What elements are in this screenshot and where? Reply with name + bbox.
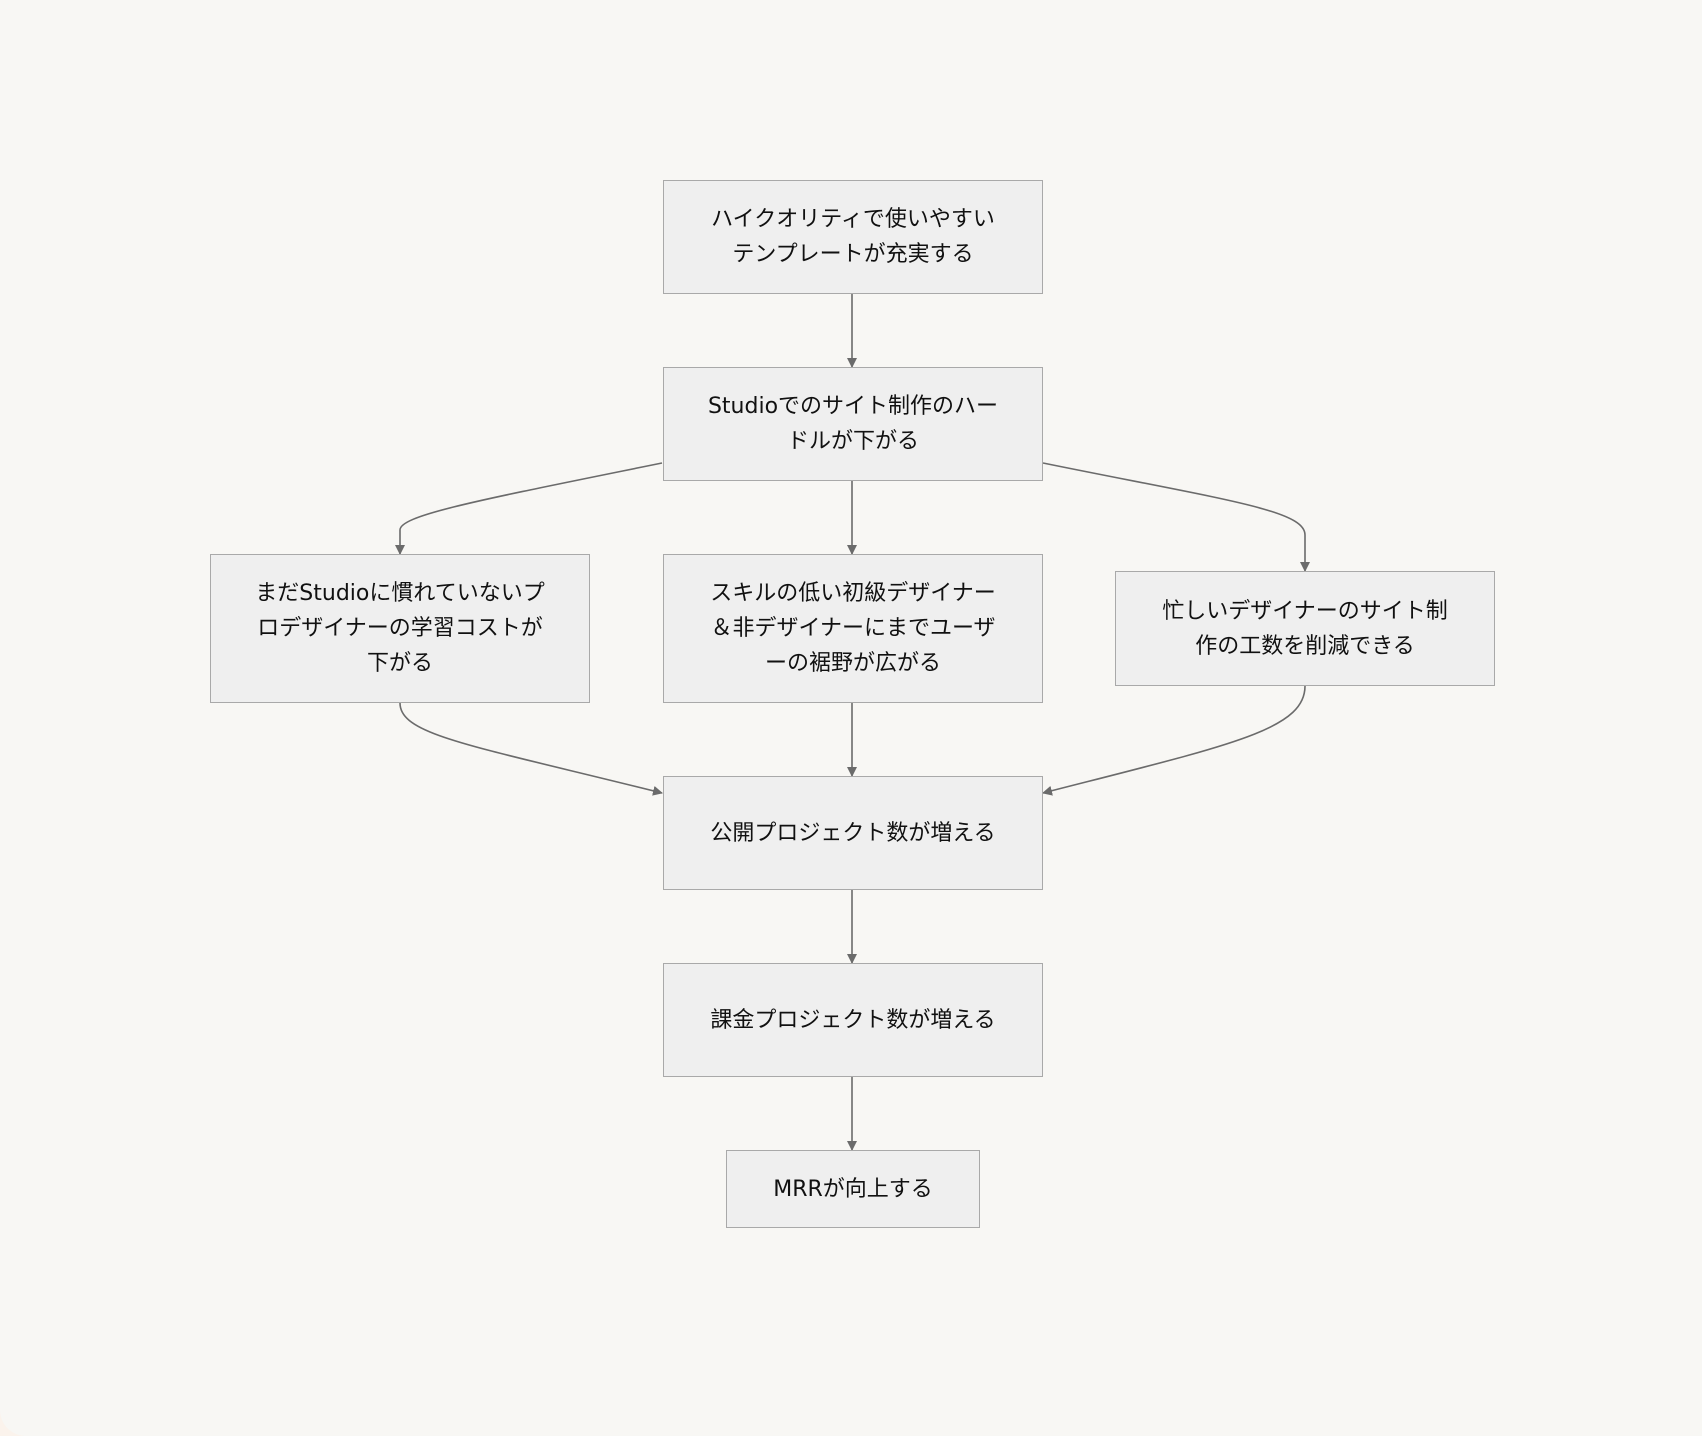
node-templates-label: ハイクオリティで使いやすいテンプレートが充実する: [711, 207, 995, 267]
node-pro-learning-label: まだStudioに慣れていないプロデザイナーの学習コストが下がる: [255, 581, 545, 676]
node-hurdle: Studioでのサイト制作のハードルが下がる: [663, 367, 1043, 481]
node-templates: ハイクオリティで使いやすいテンプレートが充実する: [663, 180, 1043, 294]
edge-busy-designers-to-public-projects: [1042, 685, 1306, 796]
edge-hurdle-to-busy-designers: [1042, 462, 1310, 572]
node-user-base-label: スキルの低い初級デザイナー＆非デザイナーにまでユーザーの裾野が広がる: [710, 581, 996, 676]
node-mrr-label: MRRが向上する: [773, 1176, 933, 1202]
node-busy-designers-label: 忙しいデザイナーのサイト制作の工数を削減できる: [1162, 598, 1448, 659]
node-paid-projects: 課金プロジェクト数が増える: [663, 963, 1043, 1077]
node-pro-learning: まだStudioに慣れていないプロデザイナーの学習コストが下がる: [210, 554, 590, 703]
node-hurdle-label: Studioでのサイト制作のハードルが下がる: [707, 394, 999, 454]
node-mrr: MRRが向上する: [726, 1150, 980, 1228]
node-paid-projects-label: 課金プロジェクト数が増える: [710, 1007, 996, 1033]
edge-pro-learning-to-public-projects: [399, 702, 663, 796]
node-public-projects: 公開プロジェクト数が増える: [663, 776, 1043, 890]
node-public-projects-label: 公開プロジェクト数が増える: [710, 820, 996, 846]
node-busy-designers: 忙しいデザイナーのサイト制作の工数を削減できる: [1115, 571, 1495, 686]
node-user-base: スキルの低い初級デザイナー＆非デザイナーにまでユーザーの裾野が広がる: [663, 554, 1043, 703]
edge-hurdle-to-pro-learning: [395, 462, 663, 555]
